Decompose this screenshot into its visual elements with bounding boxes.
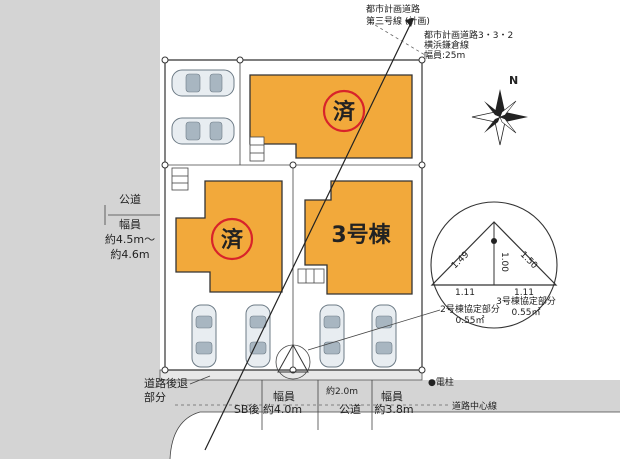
building-left [175,180,283,293]
car-top-2 [171,117,235,145]
lot3-agreement-label: 3号棟協定部分 [496,295,556,307]
car-bottom-1 [191,304,217,368]
entry-steps [171,136,325,284]
south-road-type: 公道 [339,402,361,416]
triangle-side-mid: 1.00 [499,252,509,272]
south-width-value: 約3.8m [374,402,413,416]
car-bottom-4 [371,304,397,368]
west-road-width-label: 幅員 [119,218,141,231]
car-bottom-3 [319,304,345,368]
north-note-1: 都市計画道路 [366,3,420,15]
center-distance: 約2.0m [326,385,358,397]
west-road-type: 公道 [119,192,141,206]
centerline-label: 道路中心線 [452,400,497,412]
north-note-2: 第三号線 (計画) [366,15,430,27]
triangle-base-left: 1.11 [455,288,475,298]
building-lot-3 [304,180,413,295]
west-road-width-value2: 約4.6m [110,247,149,261]
south-road-edge [170,412,620,459]
building-left-label: 済 [221,227,244,253]
west-road-width-value: 約4.5m～ [105,232,155,246]
planned-road-arrow [369,21,431,59]
car-top-1 [171,69,235,97]
south-road-curb [169,411,620,459]
north-note-3: 都市計画道路3・3・2 [424,29,513,41]
triangle-base-right: 1.11 [514,288,534,298]
planned-road-line [204,24,411,451]
building-lot-3-label: 3号棟 [331,222,391,248]
setback-leader [189,375,211,385]
boundary-markers [161,56,426,374]
setback-label: 道路後退 [144,376,188,390]
building-top-right-label: 済 [333,99,356,125]
sold-mark-circle [322,89,366,133]
compass-icon [471,89,528,146]
corner-cut-circle [275,344,311,380]
corner-cut-triangle [277,343,309,373]
north-note-4: 横浜鎌倉線 [424,39,469,51]
lot3-agreement-area: 0.55㎡ [511,307,540,318]
south-width-label: 幅員 [381,390,403,403]
north-note-5: 幅員:25m [424,49,465,61]
planned-road-arrowhead [405,18,414,27]
detail-apex-dot [491,238,497,244]
building-top-right [249,74,413,159]
utility-pole-label: ●電柱 [428,376,454,388]
magnify-line [307,309,441,351]
lot2-agreement-label: 2号棟協定部分 [440,303,500,315]
sb-width-label: 幅員 [273,390,295,403]
setback-label-2: 部分 [144,390,166,404]
sb-width-value: SB後 約4.0m [234,402,302,416]
west-road [0,0,160,415]
sold-mark-circle-2 [210,217,254,261]
lot2-agreement-area: 0.55㎡ [455,315,484,326]
compass-letter: N [509,74,518,87]
